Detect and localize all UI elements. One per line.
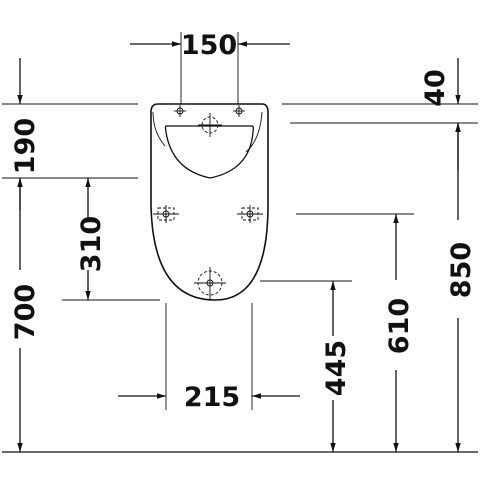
dim-label-445: 445 [321, 340, 352, 396]
dim-label-610: 610 [384, 298, 415, 354]
top-mounting-hole-left [174, 105, 186, 117]
urinal-outline [150, 103, 269, 301]
dim-label-850: 850 [446, 242, 477, 298]
dimension-190: 190 [10, 58, 41, 210]
dim-label-310: 310 [76, 216, 107, 272]
dim-label-190: 190 [10, 118, 41, 174]
urinal-top-rim [152, 111, 166, 147]
side-fixing-right [237, 205, 263, 223]
urinal-front-view [150, 103, 269, 301]
dim-label-150: 150 [181, 30, 237, 61]
dimension-310: 310 [76, 178, 107, 300]
dim-label-700: 700 [10, 284, 41, 340]
dimension-445: 445 [321, 281, 352, 452]
dimension-215: 215 [118, 382, 300, 413]
dimension-150: 150 [130, 30, 290, 61]
urinal-bowl-opening [164, 125, 254, 179]
side-fixing-left [153, 205, 179, 223]
top-mounting-hole-right [233, 105, 245, 117]
dimension-610: 610 [384, 214, 415, 452]
urinal-inner-curve [245, 111, 263, 153]
dimension-700: 700 [10, 178, 41, 452]
waste-outlet-symbol [194, 267, 226, 299]
water-inlet-symbol [198, 113, 222, 137]
dim-label-40: 40 [420, 69, 451, 107]
dimension-40: 40 [420, 58, 461, 170]
dim-label-215: 215 [184, 382, 240, 413]
dimension-850: 850 [446, 123, 477, 452]
